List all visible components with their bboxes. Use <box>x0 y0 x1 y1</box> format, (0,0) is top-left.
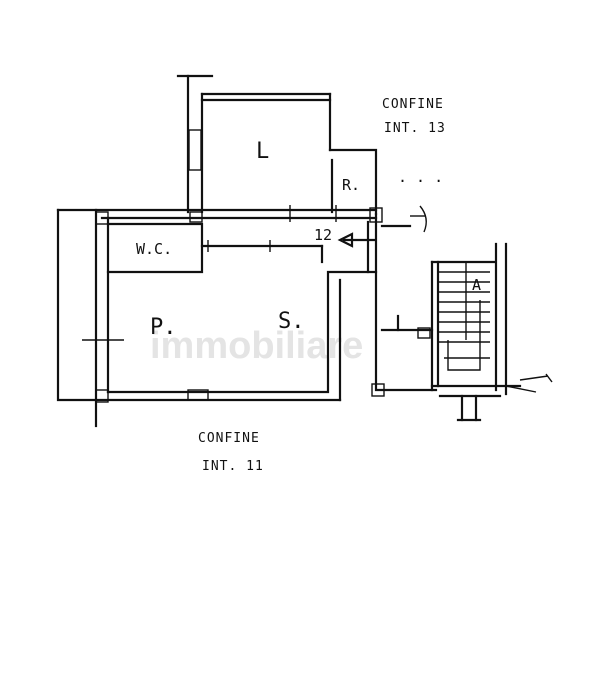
middle-walls <box>56 205 378 222</box>
room-s-label: S. <box>278 309 305 334</box>
room-wc-label: W.C. <box>136 240 172 258</box>
room-r-label: R. <box>342 176 360 194</box>
confine-bottom-line1: CONFINE <box>198 431 260 446</box>
dots-mark: · · · <box>398 172 443 190</box>
room-p-label: P. <box>150 315 177 340</box>
stair-block <box>430 242 553 422</box>
living-room-walls <box>56 208 378 428</box>
watermark-text: immobiliare <box>150 325 363 367</box>
room-l-label: L <box>256 139 269 164</box>
room-l-walls <box>176 74 378 216</box>
corridor-walls <box>337 205 438 402</box>
stair-a-label: A <box>472 276 481 294</box>
entry-number-label: 12 <box>314 226 332 244</box>
confine-top-line1: CONFINE <box>382 97 444 112</box>
confine-top-line2: INT. 13 <box>384 121 446 136</box>
wc-walls <box>106 222 324 274</box>
confine-bottom-line2: INT. 11 <box>202 459 264 474</box>
